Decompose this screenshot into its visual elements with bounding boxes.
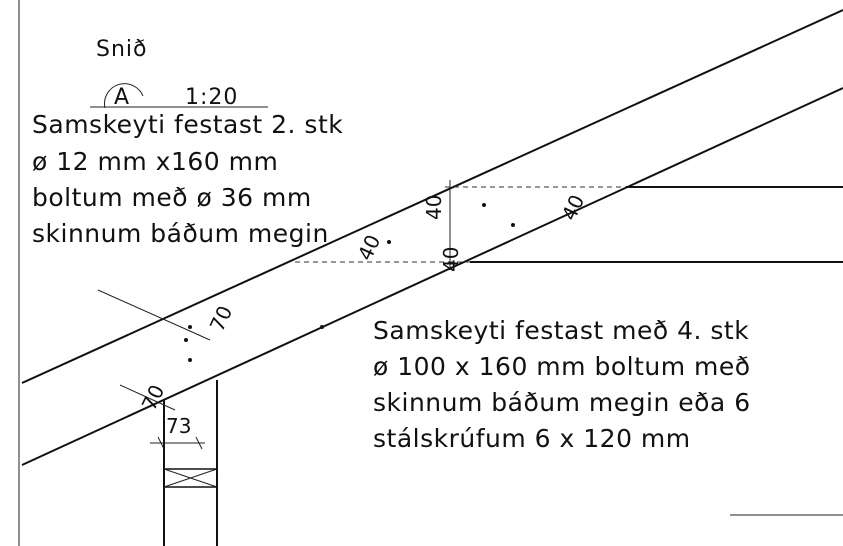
joint-note-upper: Samskeyti festast 2. stk ø 12 mm x160 mm… — [32, 110, 343, 248]
dimension-label-40-right: 40 — [557, 191, 590, 224]
bolt-hole — [320, 325, 324, 329]
dimension-tick-73-left — [157, 436, 165, 450]
note-2-line-1: Samskeyti festast með 4. stk — [373, 316, 749, 345]
note-2-line-3: skinnum báðum megin eða 6 — [373, 388, 751, 417]
rafter-top-edge — [21, 9, 843, 384]
detail-marker-letter: A — [114, 85, 130, 110]
note-1-line-2: ø 12 mm x160 mm — [32, 147, 278, 176]
section-label: Snið — [96, 37, 147, 62]
detail-marker-arc — [104, 83, 144, 109]
dimension-label-40-lower: 40 — [439, 247, 463, 272]
detail-marker: A 1:20 — [90, 83, 268, 110]
dimension-label-40-rafter: 40 — [353, 231, 386, 264]
dimension-label-73: 73 — [166, 414, 191, 438]
note-1-line-4: skinnum báðum megin — [32, 219, 329, 248]
note-1-line-1: Samskeyti festast 2. stk — [32, 110, 343, 139]
note-2-line-4: stálskrúfum 6 x 120 mm — [373, 424, 691, 453]
note-2-line-2: ø 100 x 160 mm boltum með — [373, 352, 751, 381]
dimension-tick-73-right — [195, 436, 203, 450]
bolt-hole — [188, 325, 192, 329]
note-1-line-3: boltum með ø 36 mm — [32, 183, 312, 212]
bolt-hole — [511, 223, 515, 227]
dimension-label-40-upper: 40 — [422, 195, 446, 220]
post — [163, 380, 218, 546]
bolt-holes — [184, 203, 515, 362]
post-blocking — [163, 468, 218, 488]
post-blocking-cross-b — [163, 468, 218, 488]
bolt-hole — [184, 338, 188, 342]
bolt-hole — [482, 203, 486, 207]
joint-note-lower: Samskeyti festast með 4. stk ø 100 x 160… — [373, 316, 751, 453]
detail-scale: 1:20 — [185, 85, 238, 110]
dimension-label-70-upper: 70 — [205, 302, 238, 335]
joint-leaders — [97, 289, 211, 450]
bolt-hole — [387, 240, 391, 244]
bolt-hole — [188, 358, 192, 362]
leader-upper — [97, 289, 211, 341]
leader-lower — [119, 384, 176, 411]
collar-beam — [470, 186, 843, 263]
projection-lines — [295, 180, 626, 270]
